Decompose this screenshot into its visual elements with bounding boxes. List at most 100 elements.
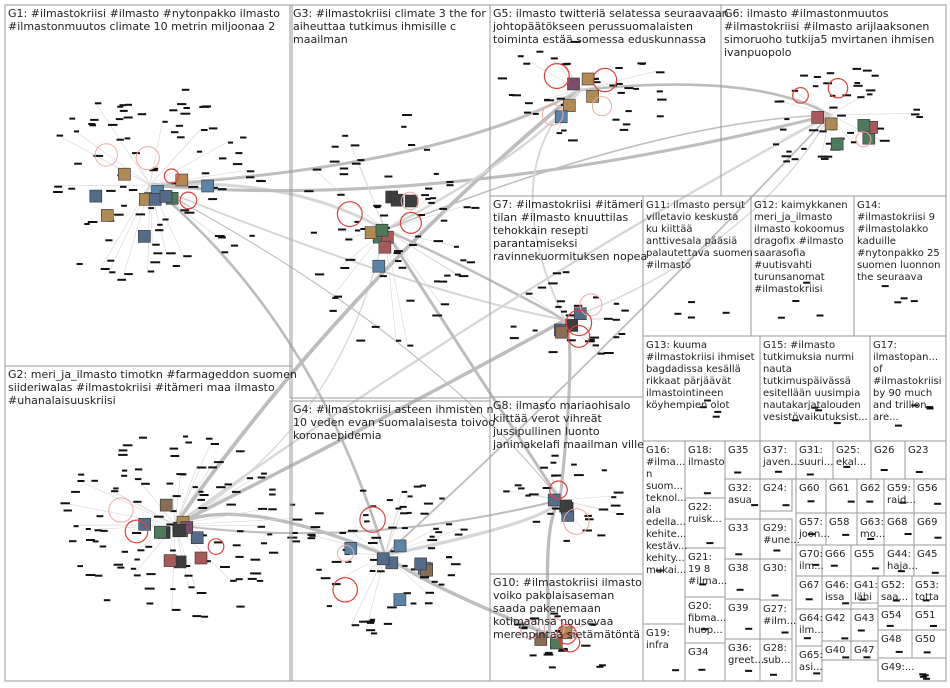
group-label-g22-line-0: G22:	[688, 502, 712, 513]
node-g2	[94, 529, 102, 532]
edge-spoke-g3	[384, 229, 460, 276]
group-label-g14-line-0: G14:	[857, 200, 881, 211]
node-g7	[573, 304, 583, 307]
node-g1	[175, 124, 183, 127]
group-label-g41-line-0: G41:	[854, 580, 878, 591]
node-g2	[144, 587, 155, 590]
avatar-node-g2	[194, 551, 208, 565]
node-g6	[913, 108, 920, 111]
node-g1	[221, 251, 229, 254]
group-label-g65-line-0: G65:	[799, 650, 823, 661]
group-label-g14-line-2: #ilmastolakko	[857, 224, 928, 235]
highlight-ring-g3	[399, 211, 422, 234]
group-label-g61-line-0: G61	[829, 483, 849, 494]
group-label-g16-line-1: #ilma...	[646, 457, 685, 468]
node-g3	[454, 273, 461, 276]
node-g6	[850, 141, 858, 144]
node-g57	[808, 533, 815, 536]
node-g2	[208, 466, 217, 469]
edge-g1-g5	[148, 88, 582, 187]
node-g2	[170, 549, 176, 552]
group-label-g13-line-1: #ilmastokriisi ihmiset	[646, 352, 755, 363]
avatar-node-g6	[830, 137, 844, 151]
group-label-g29-line-0: G29:	[763, 523, 787, 534]
node-g5	[556, 132, 563, 135]
node-g1	[219, 157, 227, 160]
node-g4	[420, 484, 426, 487]
group-label-g34-line-0: G34	[688, 647, 708, 658]
node-g1	[147, 270, 155, 273]
node-g2	[133, 574, 141, 577]
edge-spoke-g2	[174, 460, 215, 526]
node-g8	[597, 534, 606, 537]
node-g3	[384, 175, 393, 178]
node-g17	[926, 407, 934, 410]
node-g4	[365, 620, 375, 623]
node-g10	[588, 623, 595, 626]
group-label-g27-line-1: #ilm...	[763, 616, 796, 627]
node-g8	[611, 496, 617, 499]
node-g1	[214, 235, 225, 237]
group-label-g37-line-0: G37:	[763, 445, 787, 456]
node-g45	[931, 571, 939, 574]
node-g4	[309, 534, 316, 537]
node-g6	[784, 118, 790, 121]
node-g1	[94, 102, 102, 105]
group-label-g35-line-0: G35	[728, 445, 748, 456]
edge-spoke-g6	[791, 89, 831, 116]
node-g2	[210, 443, 219, 445]
node-g42	[841, 637, 849, 640]
node-g3	[460, 259, 467, 262]
node-g53	[922, 599, 930, 602]
group-label-g63-line-0: G63:	[860, 517, 884, 528]
node-g3	[417, 214, 425, 216]
group-label-g13-line-0: G13: kuuma	[646, 340, 707, 351]
edge-spoke-g5	[532, 89, 581, 114]
edge-spoke-g2	[174, 466, 198, 526]
node-g2	[183, 435, 189, 438]
node-g15	[811, 406, 819, 409]
node-g5	[544, 99, 555, 102]
group-label-g38-line-0: G38	[728, 563, 748, 574]
edge-spoke-g3	[357, 158, 386, 231]
node-g4	[403, 592, 411, 595]
node-g1	[90, 118, 99, 121]
node-g2	[99, 545, 107, 548]
edge-g3-g7	[383, 228, 567, 322]
node-g7	[562, 271, 570, 274]
node-g15	[833, 422, 841, 425]
node-g8	[598, 508, 609, 511]
node-g3	[337, 193, 345, 196]
group-label-g31-line-1: suuri...	[799, 457, 833, 468]
node-g2	[292, 518, 303, 521]
node-g4	[454, 533, 463, 536]
node-g5	[561, 63, 570, 66]
group-label-g12-line-3: dragofix #ilmasto	[754, 236, 844, 247]
avatar-node-g2	[159, 498, 173, 512]
highlight-ring-g6	[792, 86, 809, 104]
group-label-g7-line-4: ravinnekuormituksen nopea	[493, 250, 647, 263]
node-g7	[593, 296, 599, 299]
group-label-g10-line-0: G10: #ilmastokriisi ilmasto	[493, 576, 642, 589]
avatar-node-g1	[148, 193, 162, 206]
group-label-g3-line-1: aiheuttaa tutkimus ihmisille c	[293, 20, 456, 33]
group-label-g60-line-0: G60	[799, 483, 819, 494]
node-g2	[137, 549, 145, 552]
node-g18	[703, 492, 711, 495]
node-g3	[446, 184, 454, 187]
group-label-g69-line-0: G69	[917, 517, 937, 528]
group-label-g15-line-0: G15: #ilmasto	[763, 340, 835, 351]
group-label-g62-line-0: G62	[860, 483, 880, 494]
node-g4	[326, 605, 332, 608]
node-g2	[166, 482, 174, 485]
group-label-g46-line-0: G46:	[825, 580, 849, 591]
edge-spoke-g2	[140, 482, 176, 526]
group-label-g43-line-0: G43	[854, 613, 874, 624]
node-g5	[497, 77, 507, 80]
node-g4	[433, 527, 439, 530]
node-g8	[563, 539, 570, 542]
node-g4	[386, 499, 393, 502]
node-g2	[121, 474, 128, 477]
group-label-g16-line-10: mukai...	[646, 565, 686, 576]
nodes-layer	[53, 40, 942, 680]
